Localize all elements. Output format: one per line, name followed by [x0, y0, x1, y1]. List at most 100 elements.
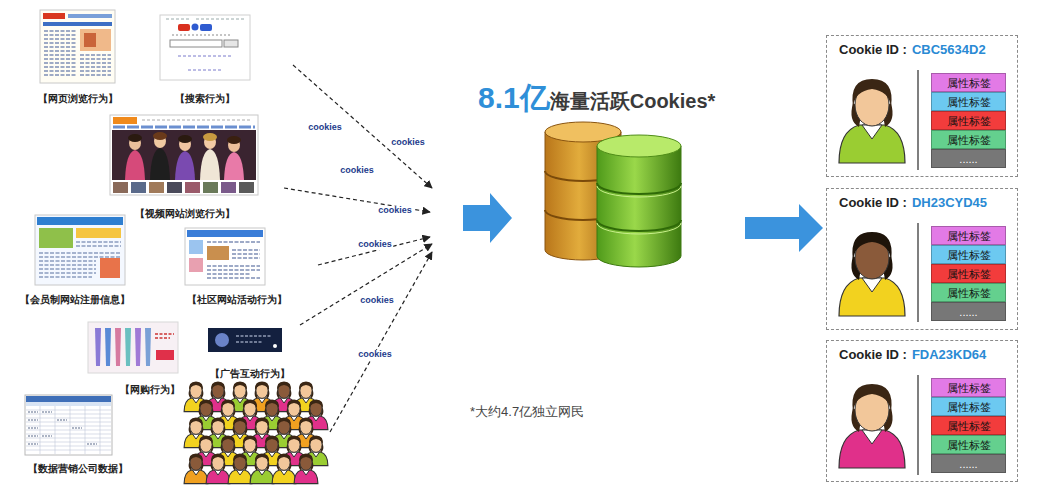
community-site-thumbnail: [207, 246, 229, 260]
video-site-thumbnail: [110, 115, 258, 195]
label-anchor: cookies: [357, 233, 393, 251]
crowd-person: [211, 381, 225, 391]
source-caption: 【广告互动行为】: [210, 367, 290, 381]
source-caption: 【搜索行为】: [175, 92, 235, 106]
tag-text: 属性标签: [947, 400, 991, 415]
marketing-data-thumbnail: [28, 412, 97, 444]
crowd-person: [233, 417, 247, 427]
label-anchor: 【网购行为】: [120, 379, 180, 397]
text-row: 属性标签: [947, 417, 991, 434]
cookies-label: cookies: [359, 296, 395, 306]
source-caption: 【网页浏览行为】: [38, 92, 118, 106]
profile-divider: [917, 375, 919, 475]
shopping-thumbnail: [125, 328, 131, 366]
text-row: Cookie ID :FDA23KD64: [839, 347, 986, 362]
text-row: 属性标签: [947, 227, 991, 244]
video-site-thumbnail: [113, 117, 137, 124]
label-anchor: cookies: [307, 116, 343, 134]
crowd-person: [265, 399, 279, 409]
crowd-person: [277, 453, 291, 463]
profile-person: [862, 278, 882, 292]
cookie-id-value: FDA23KD64: [912, 347, 986, 362]
video-site-thumbnail: [221, 182, 236, 193]
source-caption: 【会员制网站注册信息】: [20, 293, 130, 307]
attribute-tag: 属性标签: [931, 111, 1006, 130]
crowd-person: [250, 470, 274, 484]
label-anchor: 【会员制网站注册信息】: [20, 289, 130, 307]
crowd-person: [287, 399, 301, 409]
tag-text: 属性标签: [947, 286, 991, 301]
profile-person: [852, 232, 891, 260]
marketing-data-thumbnail: [25, 395, 112, 455]
attribute-tag: 属性标签: [931, 73, 1006, 92]
crowd-person: [221, 435, 235, 445]
video-site-thumbnail: [224, 152, 244, 180]
crowd-person: [199, 435, 213, 445]
text-row: 8.1亿海量活跃Cookies*: [478, 78, 715, 119]
search-thumbnail: [192, 24, 199, 31]
database-icon: [597, 146, 681, 267]
text-row: 属性标签: [947, 284, 991, 301]
database-icon: [545, 122, 681, 267]
cookie-flow-lines: [300, 244, 432, 325]
web-page-thumbnail: [43, 13, 65, 19]
label-anchor: cookies: [357, 343, 393, 361]
cookie-flow-lines: [330, 252, 432, 432]
shopping-thumbnail: [135, 328, 141, 366]
database-icon: [597, 135, 681, 157]
text-row: 属性标签: [947, 93, 991, 110]
crowd-person: [189, 453, 203, 463]
cookies-label: cookies: [307, 123, 343, 133]
title-number: 8.1亿: [478, 78, 550, 119]
source-caption: 【网购行为】: [120, 383, 180, 397]
attribute-tag: 属性标签: [931, 397, 1006, 416]
video-site-thumbnail: [153, 132, 167, 140]
tag-text: ......: [959, 457, 977, 472]
video-site-thumbnail: [167, 182, 182, 193]
video-site-thumbnail: [185, 182, 200, 193]
tag-text: 属性标签: [947, 133, 991, 148]
marketing-data-thumbnail: [26, 396, 111, 402]
video-site-thumbnail: [150, 148, 170, 180]
crowd-person: [243, 435, 257, 445]
profile-person: [839, 79, 905, 163]
tag-text: 属性标签: [947, 229, 991, 244]
video-site-thumbnail: [227, 136, 241, 144]
label-anchor: cookies: [390, 131, 426, 149]
attribute-tag: ......: [931, 149, 1006, 168]
video-site-thumbnail: [110, 115, 258, 195]
member-site-thumbnail: [39, 242, 121, 277]
crowd-person: [277, 417, 291, 427]
profile-person: [839, 278, 905, 316]
label-anchor: *大约4.7亿独立网民: [470, 402, 584, 421]
marketing-data-thumbnail: [26, 402, 111, 406]
video-site-thumbnail: [142, 120, 250, 121]
crowd-person: [228, 470, 252, 484]
text-row: 属性标签: [947, 246, 991, 263]
database-node: 8.1亿海量活跃Cookies*: [470, 78, 742, 268]
member-site-thumbnail: [76, 228, 121, 238]
text-row: ......: [959, 150, 977, 167]
title-text: 海量活跃Cookies*: [550, 88, 716, 115]
label-anchor: 【广告互动行为】: [210, 363, 290, 381]
profile-person: [839, 384, 905, 468]
shopping-thumbnail: [115, 328, 121, 366]
crowd-person: [206, 470, 230, 484]
web-page-thumbnail: [43, 22, 112, 26]
video-site-thumbnail: [239, 182, 254, 193]
ad-interaction-thumbnail: [208, 328, 282, 352]
text-row: Cookie ID :CBC5634D2: [839, 42, 986, 57]
cookies-label: cookies: [339, 166, 375, 176]
tag-text: 属性标签: [947, 419, 991, 434]
video-site-thumbnail: [128, 134, 142, 142]
source-caption: 【视频网站浏览行为】: [135, 207, 235, 221]
ad-interaction-thumbnail: [215, 333, 229, 347]
crowd-person: [294, 470, 318, 484]
attribute-tag: 属性标签: [931, 130, 1006, 149]
video-site-thumbnail: [113, 126, 255, 129]
ad-interaction-thumbnail: [236, 336, 272, 342]
label-anchor: 【社区网站活动行为】: [187, 289, 287, 307]
ad-interaction-thumbnail: [208, 328, 282, 352]
cookie-flow-lines: [318, 237, 430, 265]
